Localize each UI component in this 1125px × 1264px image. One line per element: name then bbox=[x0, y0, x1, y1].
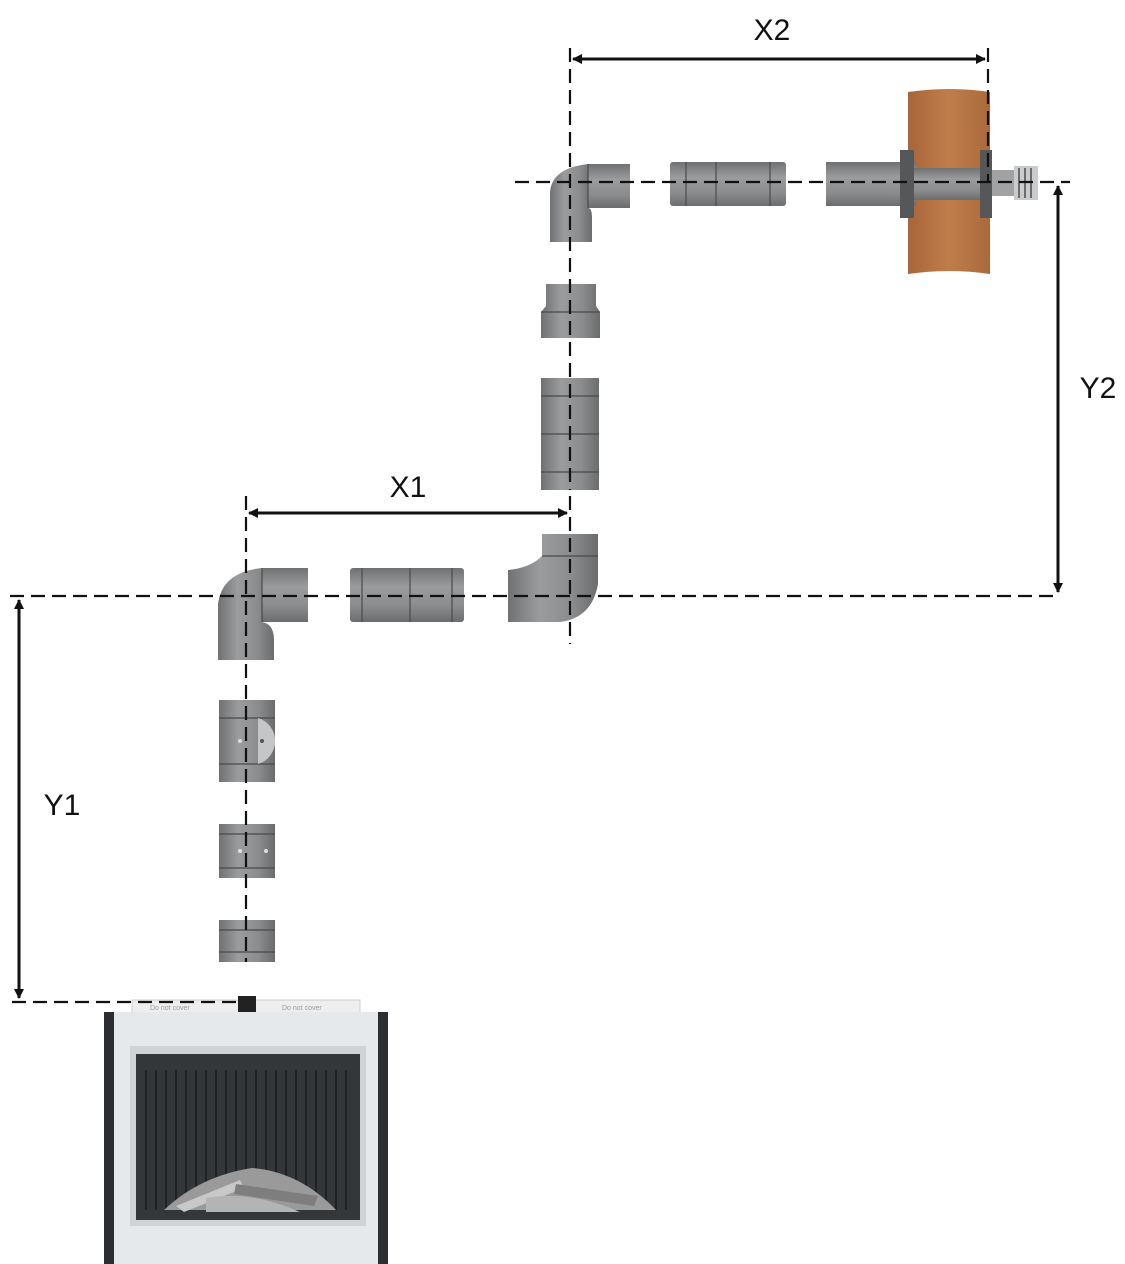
fireplace-tag-left: Do not cover bbox=[150, 1005, 190, 1012]
dimension-y2: Y2 bbox=[1053, 185, 1117, 593]
fireplace-unit: Do not cover Do not cover bbox=[104, 996, 388, 1264]
fireplace-tag-right: Do not cover bbox=[282, 1005, 322, 1012]
dimension-x2: X2 bbox=[572, 14, 986, 64]
lower-left-elbow bbox=[218, 568, 308, 660]
reference-guide-lines bbox=[10, 48, 1070, 1004]
label-x2: X2 bbox=[754, 14, 791, 47]
lower-right-elbow bbox=[508, 534, 598, 622]
wall-terminal-pipe bbox=[826, 150, 1014, 218]
upper-horizontal-pipe bbox=[670, 162, 786, 206]
fireplace-log-set bbox=[164, 1168, 336, 1212]
dimension-y1: Y1 bbox=[14, 599, 81, 999]
label-y2: Y2 bbox=[1080, 372, 1117, 405]
label-y1: Y1 bbox=[44, 789, 81, 822]
upper-elbow bbox=[550, 164, 630, 242]
dimension-x1: X1 bbox=[248, 471, 568, 518]
label-x1: X1 bbox=[390, 471, 427, 504]
